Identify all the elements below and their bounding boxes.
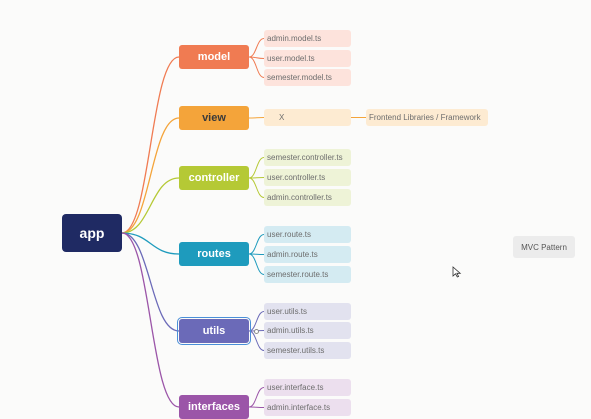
connector-root-interfaces: [121, 232, 180, 408]
branch-node-view[interactable]: view: [179, 106, 249, 130]
connector-root-utils: [121, 232, 180, 332]
leaf-semester-route[interactable]: semester.route.ts: [264, 266, 351, 283]
branch-node-controller[interactable]: controller: [179, 166, 249, 190]
connector-root-model: [121, 56, 180, 234]
connector-view-leaf: [248, 117, 265, 119]
connector-controller-leaf: [248, 157, 265, 179]
leaf-admin-utils[interactable]: admin.utils.ts: [264, 322, 351, 339]
leaf-semester-utils[interactable]: semester.utils.ts: [264, 342, 351, 359]
root-node-app[interactable]: app: [62, 214, 122, 252]
connector-interfaces-leaf: [248, 387, 265, 408]
connector-routes-leaf: [248, 253, 265, 275]
branch-node-model[interactable]: model: [179, 45, 249, 69]
leaf-admin-route[interactable]: admin.route.ts: [264, 246, 351, 263]
connector-controller-leaf: [248, 177, 265, 179]
connector-utils-leaf: [248, 330, 265, 351]
collapse-handle[interactable]: [254, 329, 259, 334]
connector-model-leaf: [248, 38, 265, 58]
connector-root-routes: [121, 232, 180, 255]
connector-utils-leaf: [248, 311, 265, 332]
branch-node-utils[interactable]: utils: [177, 317, 251, 345]
connector-routes-leaf: [248, 234, 265, 255]
leaf-admin-controller[interactable]: admin.controller.ts: [264, 189, 351, 206]
connector-model-leaf: [248, 56, 265, 78]
leaf-semester-model[interactable]: semester.model.ts: [264, 69, 351, 86]
leaf-semester-controller[interactable]: semester.controller.ts: [264, 149, 351, 166]
leaf-admin-model[interactable]: admin.model.ts: [264, 30, 351, 47]
leaf-user-interface[interactable]: user.interface.ts: [264, 379, 351, 396]
leaf-user-controller[interactable]: user.controller.ts: [264, 169, 351, 186]
leaf-user-route[interactable]: user.route.ts: [264, 226, 351, 243]
leaf-frontend-libraries[interactable]: Frontend Libraries / Framework: [366, 109, 488, 126]
mouse-cursor-icon: [452, 266, 462, 278]
leaf-admin-interface[interactable]: admin.interface.ts: [264, 399, 351, 416]
leaf-view-x[interactable]: X: [264, 109, 351, 126]
connector-interfaces-leaf: [248, 406, 265, 408]
note-mvc-pattern[interactable]: MVC Pattern: [513, 236, 575, 258]
branch-node-routes[interactable]: routes: [179, 242, 249, 266]
leaf-user-utils[interactable]: user.utils.ts: [264, 303, 351, 320]
connector-controller-leaf: [248, 177, 265, 198]
connector-root-view: [121, 117, 180, 234]
connector-root-controller: [121, 177, 180, 234]
branch-node-interfaces[interactable]: interfaces: [179, 395, 249, 419]
leaf-user-model[interactable]: user.model.ts: [264, 50, 351, 67]
